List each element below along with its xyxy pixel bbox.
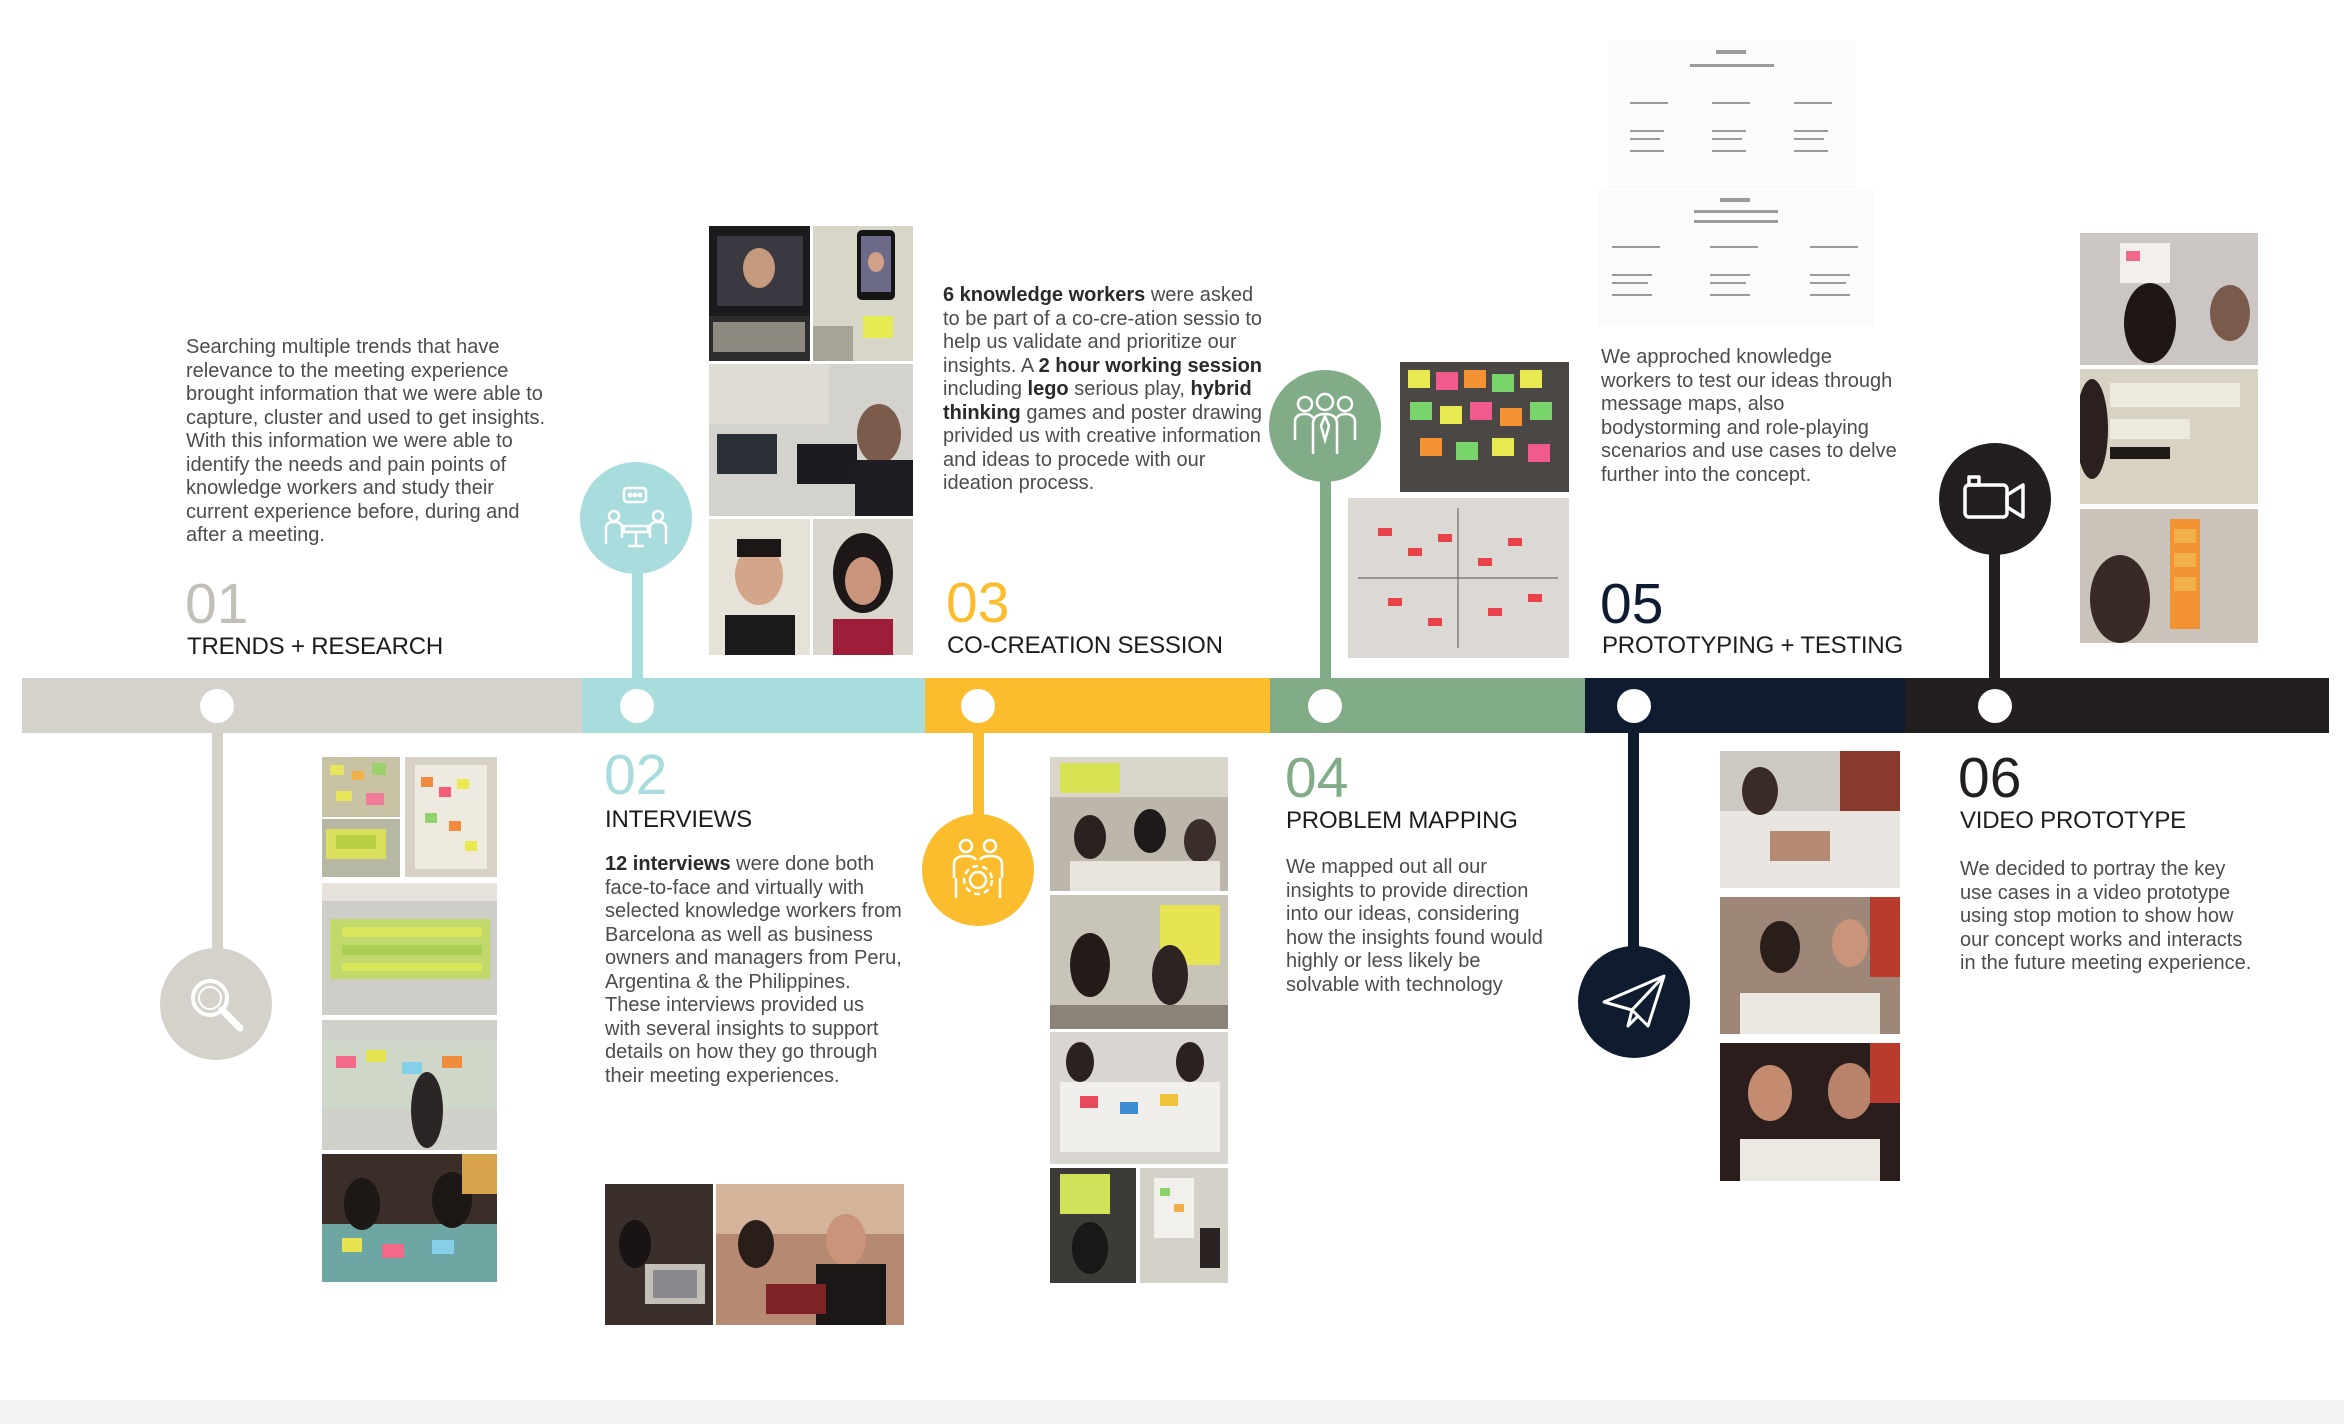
timeline-dot-05 — [1617, 689, 1651, 723]
stage-03-description: 6 knowledge workers were asked to be par… — [943, 284, 1263, 496]
video-camera-icon — [1939, 443, 2051, 555]
paper-plane-icon — [1578, 946, 1690, 1058]
problem-mapping-photo — [1348, 498, 1569, 658]
stage-03-highlight-3: lego — [1027, 378, 1069, 400]
timeline-dot-01 — [200, 689, 234, 723]
interview-icon — [580, 462, 692, 574]
stage-02-text: were done both face-to-face and virtuall… — [605, 853, 902, 1087]
message-map-document — [1598, 190, 1874, 326]
stage-01-title: TRENDS + RESEARCH — [187, 633, 443, 660]
video-prototype-photo — [2080, 509, 2258, 643]
interview-photo — [716, 1184, 904, 1325]
co-creation-icon — [922, 814, 1034, 926]
stage-04-title: PROBLEM MAPPING — [1286, 807, 1518, 834]
research-photo — [322, 819, 400, 877]
stage-03-highlight-4: hybrid thinking — [943, 378, 1252, 424]
prototyping-photo — [1720, 751, 1900, 888]
interview-photo — [813, 226, 913, 361]
timeline-dot-03 — [961, 689, 995, 723]
timeline-segment-06 — [1905, 678, 2329, 733]
video-prototype-photo — [2080, 369, 2258, 504]
stage-03-highlight-2: 2 hour working session — [1038, 354, 1263, 377]
video-prototype-photo — [2080, 233, 2258, 365]
stage-03-text-2: including — [943, 354, 1279, 400]
stage-01-number: 01 — [185, 572, 249, 636]
stem-02 — [632, 560, 643, 710]
stage-03-text-3: serious play, — [1068, 378, 1191, 400]
stem-03 — [973, 706, 984, 826]
stage-03-text-4: games and poster drawing privided us wit… — [943, 401, 1263, 495]
magnifier-icon — [160, 948, 272, 1060]
stage-05-description: We approched knowledge workers to test o… — [1601, 346, 1897, 486]
research-photo — [405, 757, 497, 877]
research-photo — [322, 757, 400, 817]
message-map-document — [1608, 40, 1856, 188]
stage-03-title: CO-CREATION SESSION — [947, 632, 1223, 659]
stage-02-description: 12 interviews were done both face-to-fac… — [605, 853, 905, 1088]
timeline-dot-06 — [1978, 689, 2012, 723]
interview-photo — [605, 1184, 713, 1325]
stem-06 — [1989, 540, 2000, 710]
timeline-segment-01 — [22, 678, 582, 733]
research-photo — [322, 1020, 497, 1150]
stage-02-highlight: 12 interviews — [605, 853, 731, 875]
team-icon — [1269, 370, 1381, 482]
stage-01-description: Searching multiple trends that have rele… — [186, 336, 546, 546]
interview-photo — [709, 519, 810, 655]
stem-05 — [1628, 706, 1639, 956]
stage-06-title: VIDEO PROTOTYPE — [1960, 807, 2186, 834]
stage-02-title: INTERVIEWS — [605, 806, 752, 833]
prototyping-photo — [1720, 1043, 1900, 1181]
stage-04-description: We mapped out all our insights to provid… — [1286, 856, 1543, 996]
stem-01 — [212, 706, 223, 956]
stage-05-title: PROTOTYPING + TESTING — [1602, 632, 1903, 659]
co-creation-photo — [1050, 757, 1228, 891]
stage-03-number: 03 — [946, 571, 1010, 635]
interview-photo — [813, 519, 913, 655]
stage-04-number: 04 — [1285, 746, 1349, 810]
co-creation-photo — [1050, 895, 1228, 1029]
stem-04 — [1320, 480, 1331, 710]
stage-02-number: 02 — [604, 743, 668, 807]
page-bottom-strip — [0, 1400, 2344, 1424]
co-creation-photo — [1140, 1168, 1228, 1283]
interview-photo — [709, 364, 913, 516]
co-creation-photo — [1050, 1032, 1228, 1164]
interview-photo — [709, 226, 810, 361]
prototyping-photo — [1720, 897, 1900, 1034]
timeline-dot-02 — [620, 689, 654, 723]
timeline-dot-04 — [1308, 689, 1342, 723]
stage-06-number: 06 — [1958, 746, 2022, 810]
stage-06-description: We decided to portray the key use cases … — [1960, 858, 2252, 974]
stage-03-text-1: were asked to be part of a co-cre-ation … — [943, 284, 1263, 377]
stage-03-highlight-1: 6 knowledge workers — [943, 284, 1146, 306]
stage-05-number: 05 — [1600, 572, 1664, 636]
problem-mapping-photo — [1400, 362, 1569, 492]
research-photo — [322, 1154, 497, 1282]
co-creation-photo — [1050, 1168, 1136, 1283]
research-photo — [322, 883, 497, 1015]
